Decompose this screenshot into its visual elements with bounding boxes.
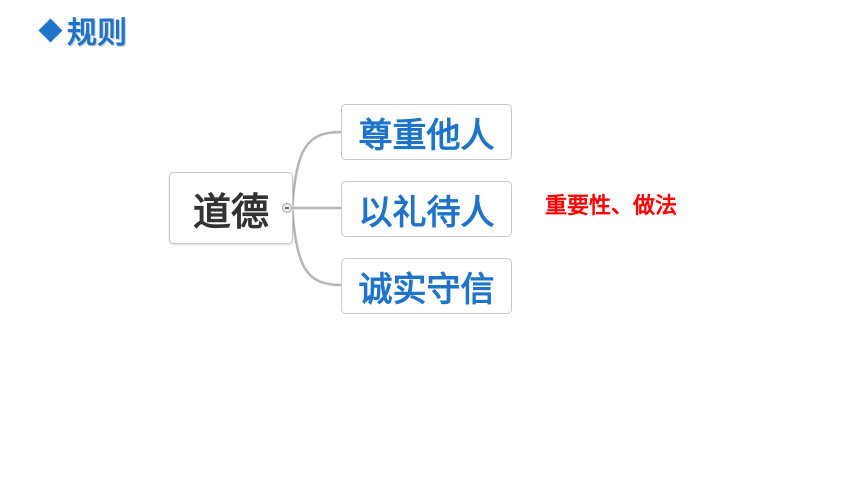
connector-line-top xyxy=(290,130,342,209)
child-node-honesty[interactable]: 诚实守信 xyxy=(341,258,512,314)
child-node-label: 尊重他人 xyxy=(358,115,495,156)
child-node-label: 诚实守信 xyxy=(358,269,495,310)
child-node-label: 以礼待人 xyxy=(358,192,495,233)
root-node-label: 道德 xyxy=(192,189,269,234)
collapse-toggle-icon[interactable] xyxy=(282,203,292,213)
annotation-note: 重要性、做法 xyxy=(545,194,678,219)
section-heading-text: 规则 xyxy=(67,16,127,51)
connector-line-bottom xyxy=(290,207,342,287)
child-node-respect[interactable]: 尊重他人 xyxy=(341,104,512,160)
section-heading: 规则 xyxy=(38,8,127,52)
root-node[interactable]: 道德 xyxy=(169,172,293,244)
child-node-courtesy[interactable]: 以礼待人 xyxy=(341,181,512,237)
